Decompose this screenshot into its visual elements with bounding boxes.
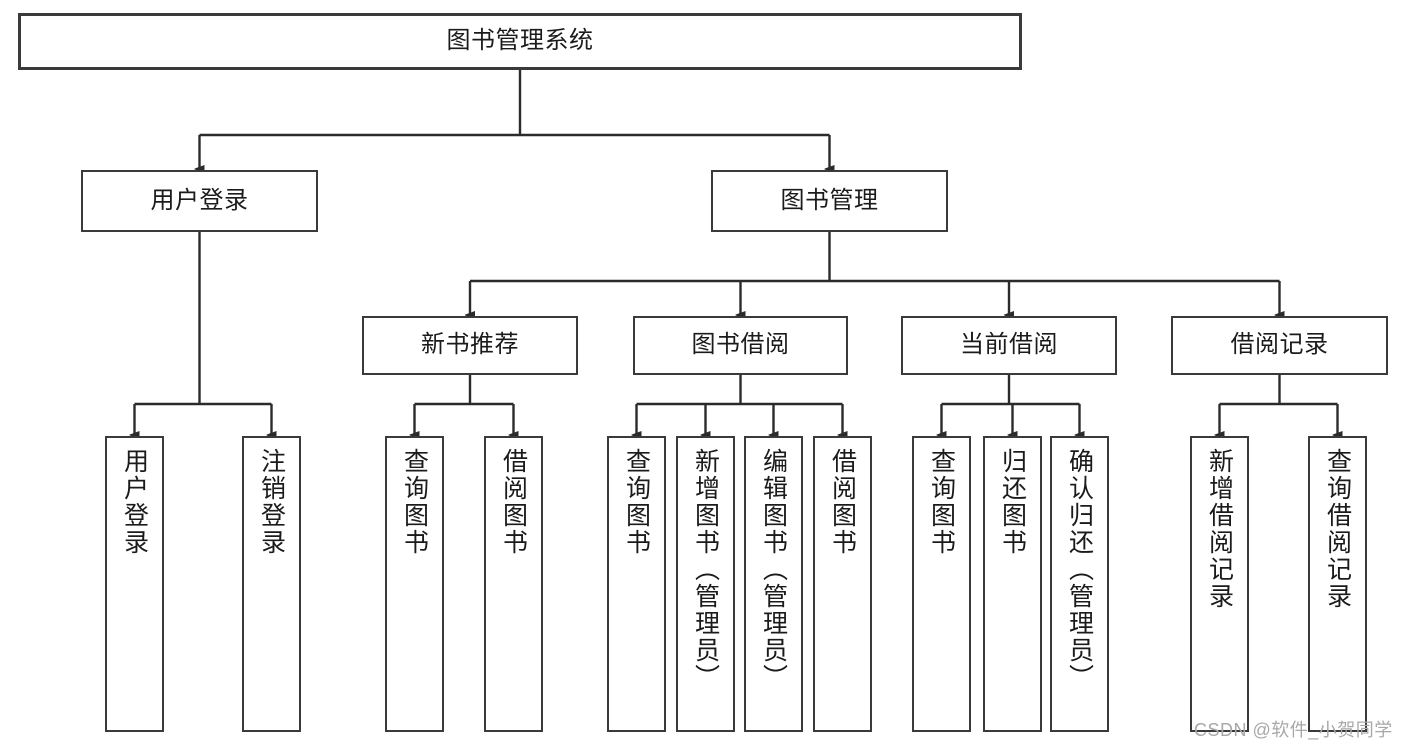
- node-label-root: 图书管理系统: [446, 27, 594, 55]
- node-label-book-borrow: 图书借阅: [691, 331, 790, 359]
- node-leaf-query-book-3[interactable]: 查询图书: [912, 436, 971, 732]
- node-leaf-query-book-2[interactable]: 查询图书: [607, 436, 666, 732]
- node-book-borrow[interactable]: 图书借阅: [633, 316, 848, 375]
- csdn-watermark: CSDN @软件_小贺同学: [1194, 720, 1393, 740]
- node-label-leaf-user-login: 用户登录: [120, 448, 149, 556]
- node-new-book-recommend[interactable]: 新书推荐: [362, 316, 578, 375]
- node-label-leaf-add-book: 新增图书（管理员）: [691, 448, 720, 691]
- node-leaf-query-record[interactable]: 查询借阅记录: [1308, 436, 1367, 732]
- node-label-leaf-borrow-book-2: 借阅图书: [828, 448, 857, 556]
- node-leaf-add-record[interactable]: 新增借阅记录: [1190, 436, 1249, 732]
- node-leaf-confirm-return[interactable]: 确认归还（管理员）: [1050, 436, 1109, 732]
- node-label-leaf-edit-book: 编辑图书（管理员）: [759, 448, 788, 691]
- node-leaf-borrow-book-2[interactable]: 借阅图书: [813, 436, 872, 732]
- node-leaf-edit-book[interactable]: 编辑图书（管理员）: [744, 436, 803, 732]
- node-label-user-login: 用户登录: [150, 186, 249, 214]
- node-label-leaf-logout: 注销登录: [257, 448, 286, 556]
- node-label-new-book-recommend: 新书推荐: [421, 331, 519, 359]
- node-label-leaf-confirm-return: 确认归还（管理员）: [1065, 448, 1094, 691]
- node-current-borrow[interactable]: 当前借阅: [901, 316, 1117, 375]
- node-book-management[interactable]: 图书管理: [711, 170, 948, 232]
- node-label-leaf-query-book-1: 查询图书: [400, 448, 429, 556]
- node-label-book-management: 图书管理: [780, 186, 879, 214]
- node-leaf-query-book-1[interactable]: 查询图书: [385, 436, 444, 732]
- node-leaf-return-book[interactable]: 归还图书: [983, 436, 1042, 732]
- node-label-leaf-borrow-book-1: 借阅图书: [499, 448, 528, 556]
- node-label-leaf-add-record: 新增借阅记录: [1205, 448, 1234, 610]
- node-user-login[interactable]: 用户登录: [81, 170, 318, 232]
- node-label-leaf-query-record: 查询借阅记录: [1323, 448, 1352, 610]
- node-leaf-logout[interactable]: 注销登录: [242, 436, 301, 732]
- node-leaf-add-book[interactable]: 新增图书（管理员）: [676, 436, 735, 732]
- node-leaf-borrow-book-1[interactable]: 借阅图书: [484, 436, 543, 732]
- node-label-leaf-return-book: 归还图书: [998, 448, 1027, 556]
- node-leaf-user-login[interactable]: 用户登录: [105, 436, 164, 732]
- node-borrow-record[interactable]: 借阅记录: [1171, 316, 1388, 375]
- node-label-current-borrow: 当前借阅: [960, 331, 1058, 359]
- node-label-borrow-record: 借阅记录: [1230, 331, 1329, 359]
- node-label-leaf-query-book-2: 查询图书: [622, 448, 651, 556]
- node-root[interactable]: 图书管理系统: [18, 13, 1022, 70]
- node-label-leaf-query-book-3: 查询图书: [927, 448, 956, 556]
